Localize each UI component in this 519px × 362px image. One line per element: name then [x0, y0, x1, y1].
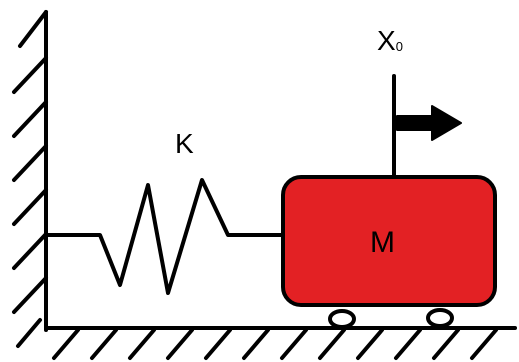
- displacement-indicator: [392, 74, 462, 178]
- initial-displacement-label: X0: [377, 25, 403, 56]
- spring-constant-label: K: [175, 128, 194, 159]
- spring: [44, 178, 289, 295]
- mass-label: M: [370, 226, 395, 259]
- wall-hatching: [12, 10, 48, 348]
- mass-block: [281, 175, 497, 307]
- ground-hatching: [52, 328, 498, 360]
- right-wheel: [426, 308, 454, 328]
- ground: [44, 326, 517, 360]
- left-wheel: [328, 309, 356, 329]
- displacement-symbol: X: [377, 25, 396, 56]
- right-arrow-icon: [396, 105, 462, 141]
- displacement-subscript: 0: [396, 39, 403, 54]
- fixed-wall: [12, 10, 48, 348]
